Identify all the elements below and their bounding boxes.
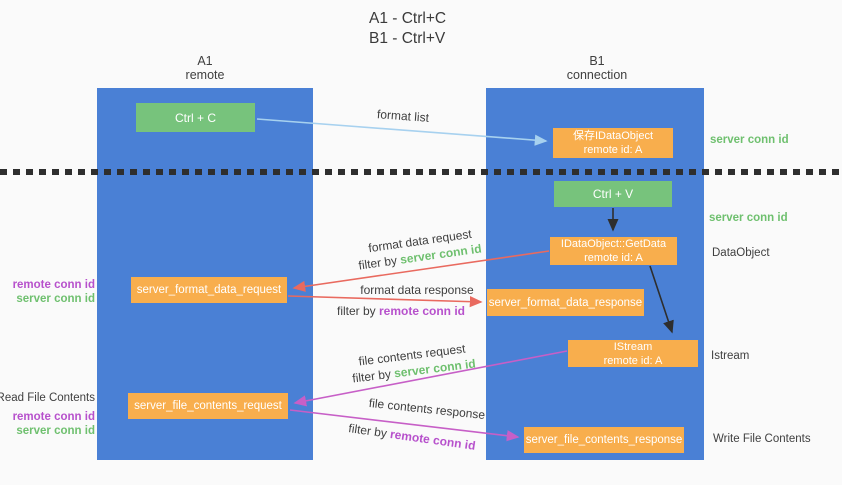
side-label-remote-conn-id-1: remote conn id xyxy=(12,279,95,291)
lane-a1-title: A1 xyxy=(197,54,213,68)
side-label-server-conn-id-1: server conn id xyxy=(16,293,95,305)
lane-header-b1: B1 connection xyxy=(537,54,657,82)
side-label-remote-conn-id-2: remote conn id xyxy=(12,411,95,423)
filter-by-text: filter by xyxy=(347,421,392,441)
side-label-read-file-contents: Read File Contents xyxy=(0,392,95,404)
node-istream-line1: IStream xyxy=(613,340,653,353)
node-ctrl-v: Ctrl + V xyxy=(554,181,672,207)
node-getdata-line2: remote id: A xyxy=(584,252,643,264)
side-label-write-file-contents: Write File Contents xyxy=(713,433,811,445)
node-file-request-label: server_file_contents_request xyxy=(134,400,282,412)
filter-by-text: filter by xyxy=(351,366,395,386)
edge-label-format-list: format list xyxy=(376,107,430,125)
node-ctrl-c: Ctrl + C xyxy=(136,103,255,132)
node-istream: IStream remote id: A xyxy=(568,340,698,367)
edge-label-filter-remote-1: filter by remote conn id xyxy=(337,304,465,318)
filter-by-text: filter by xyxy=(336,304,379,318)
lane-b1-title: B1 xyxy=(589,54,605,68)
node-ctrl-v-label: Ctrl + V xyxy=(592,187,634,201)
edge-label-file-contents-response: file contents response xyxy=(368,395,486,423)
side-label-server-conn-id-2: server conn id xyxy=(16,425,95,437)
lane-b1-subtitle: connection xyxy=(566,68,628,82)
node-server-format-data-request: server_format_data_request xyxy=(131,277,287,303)
node-server-format-data-response: server_format_data_response xyxy=(487,289,644,316)
node-format-response-label: server_format_data_response xyxy=(488,296,643,309)
lane-header-a1: A1 remote xyxy=(145,54,265,82)
node-save-idataobject-line1: 保存IDataObject xyxy=(572,130,654,142)
filter-by-text: filter by xyxy=(357,252,402,273)
remote-conn-id-text: remote conn id xyxy=(379,304,466,318)
node-save-idataobject-line2: remote id: A xyxy=(583,144,643,156)
node-idataobject-getdata: IDataObject::GetData remote id: A xyxy=(550,237,677,265)
side-label-server-conn-id-top: server conn id xyxy=(710,134,789,146)
node-save-idataobject: 保存IDataObject remote id: A xyxy=(553,128,673,158)
node-ctrl-c-label: Ctrl + C xyxy=(174,110,216,125)
node-server-file-contents-request: server_file_contents_request xyxy=(128,393,288,419)
side-label-server-conn-id-mid: server conn id xyxy=(709,212,788,224)
title-line-1: A1 - Ctrl+C xyxy=(369,10,447,27)
dotted-divider xyxy=(0,169,842,175)
node-getdata-line1: IDataObject::GetData xyxy=(560,238,667,250)
node-istream-line2: remote id: A xyxy=(603,354,663,367)
node-file-response-label: server_file_contents_response xyxy=(525,434,683,446)
title-line-2: B1 - Ctrl+V xyxy=(369,30,446,47)
node-format-request-label: server_format_data_request xyxy=(136,284,282,296)
edge-label-format-data-response: format data response xyxy=(360,283,474,297)
remote-conn-id-text: remote conn id xyxy=(389,427,477,453)
side-label-istream: Istream xyxy=(711,350,750,362)
diagram-title: A1 - Ctrl+C B1 - Ctrl+V xyxy=(369,9,446,49)
side-label-dataobject: DataObject xyxy=(712,247,770,259)
lane-a1-subtitle: remote xyxy=(185,68,225,82)
node-server-file-contents-response: server_file_contents_response xyxy=(524,427,684,453)
edge-label-filter-remote-2: filter by remote conn id xyxy=(348,421,477,453)
